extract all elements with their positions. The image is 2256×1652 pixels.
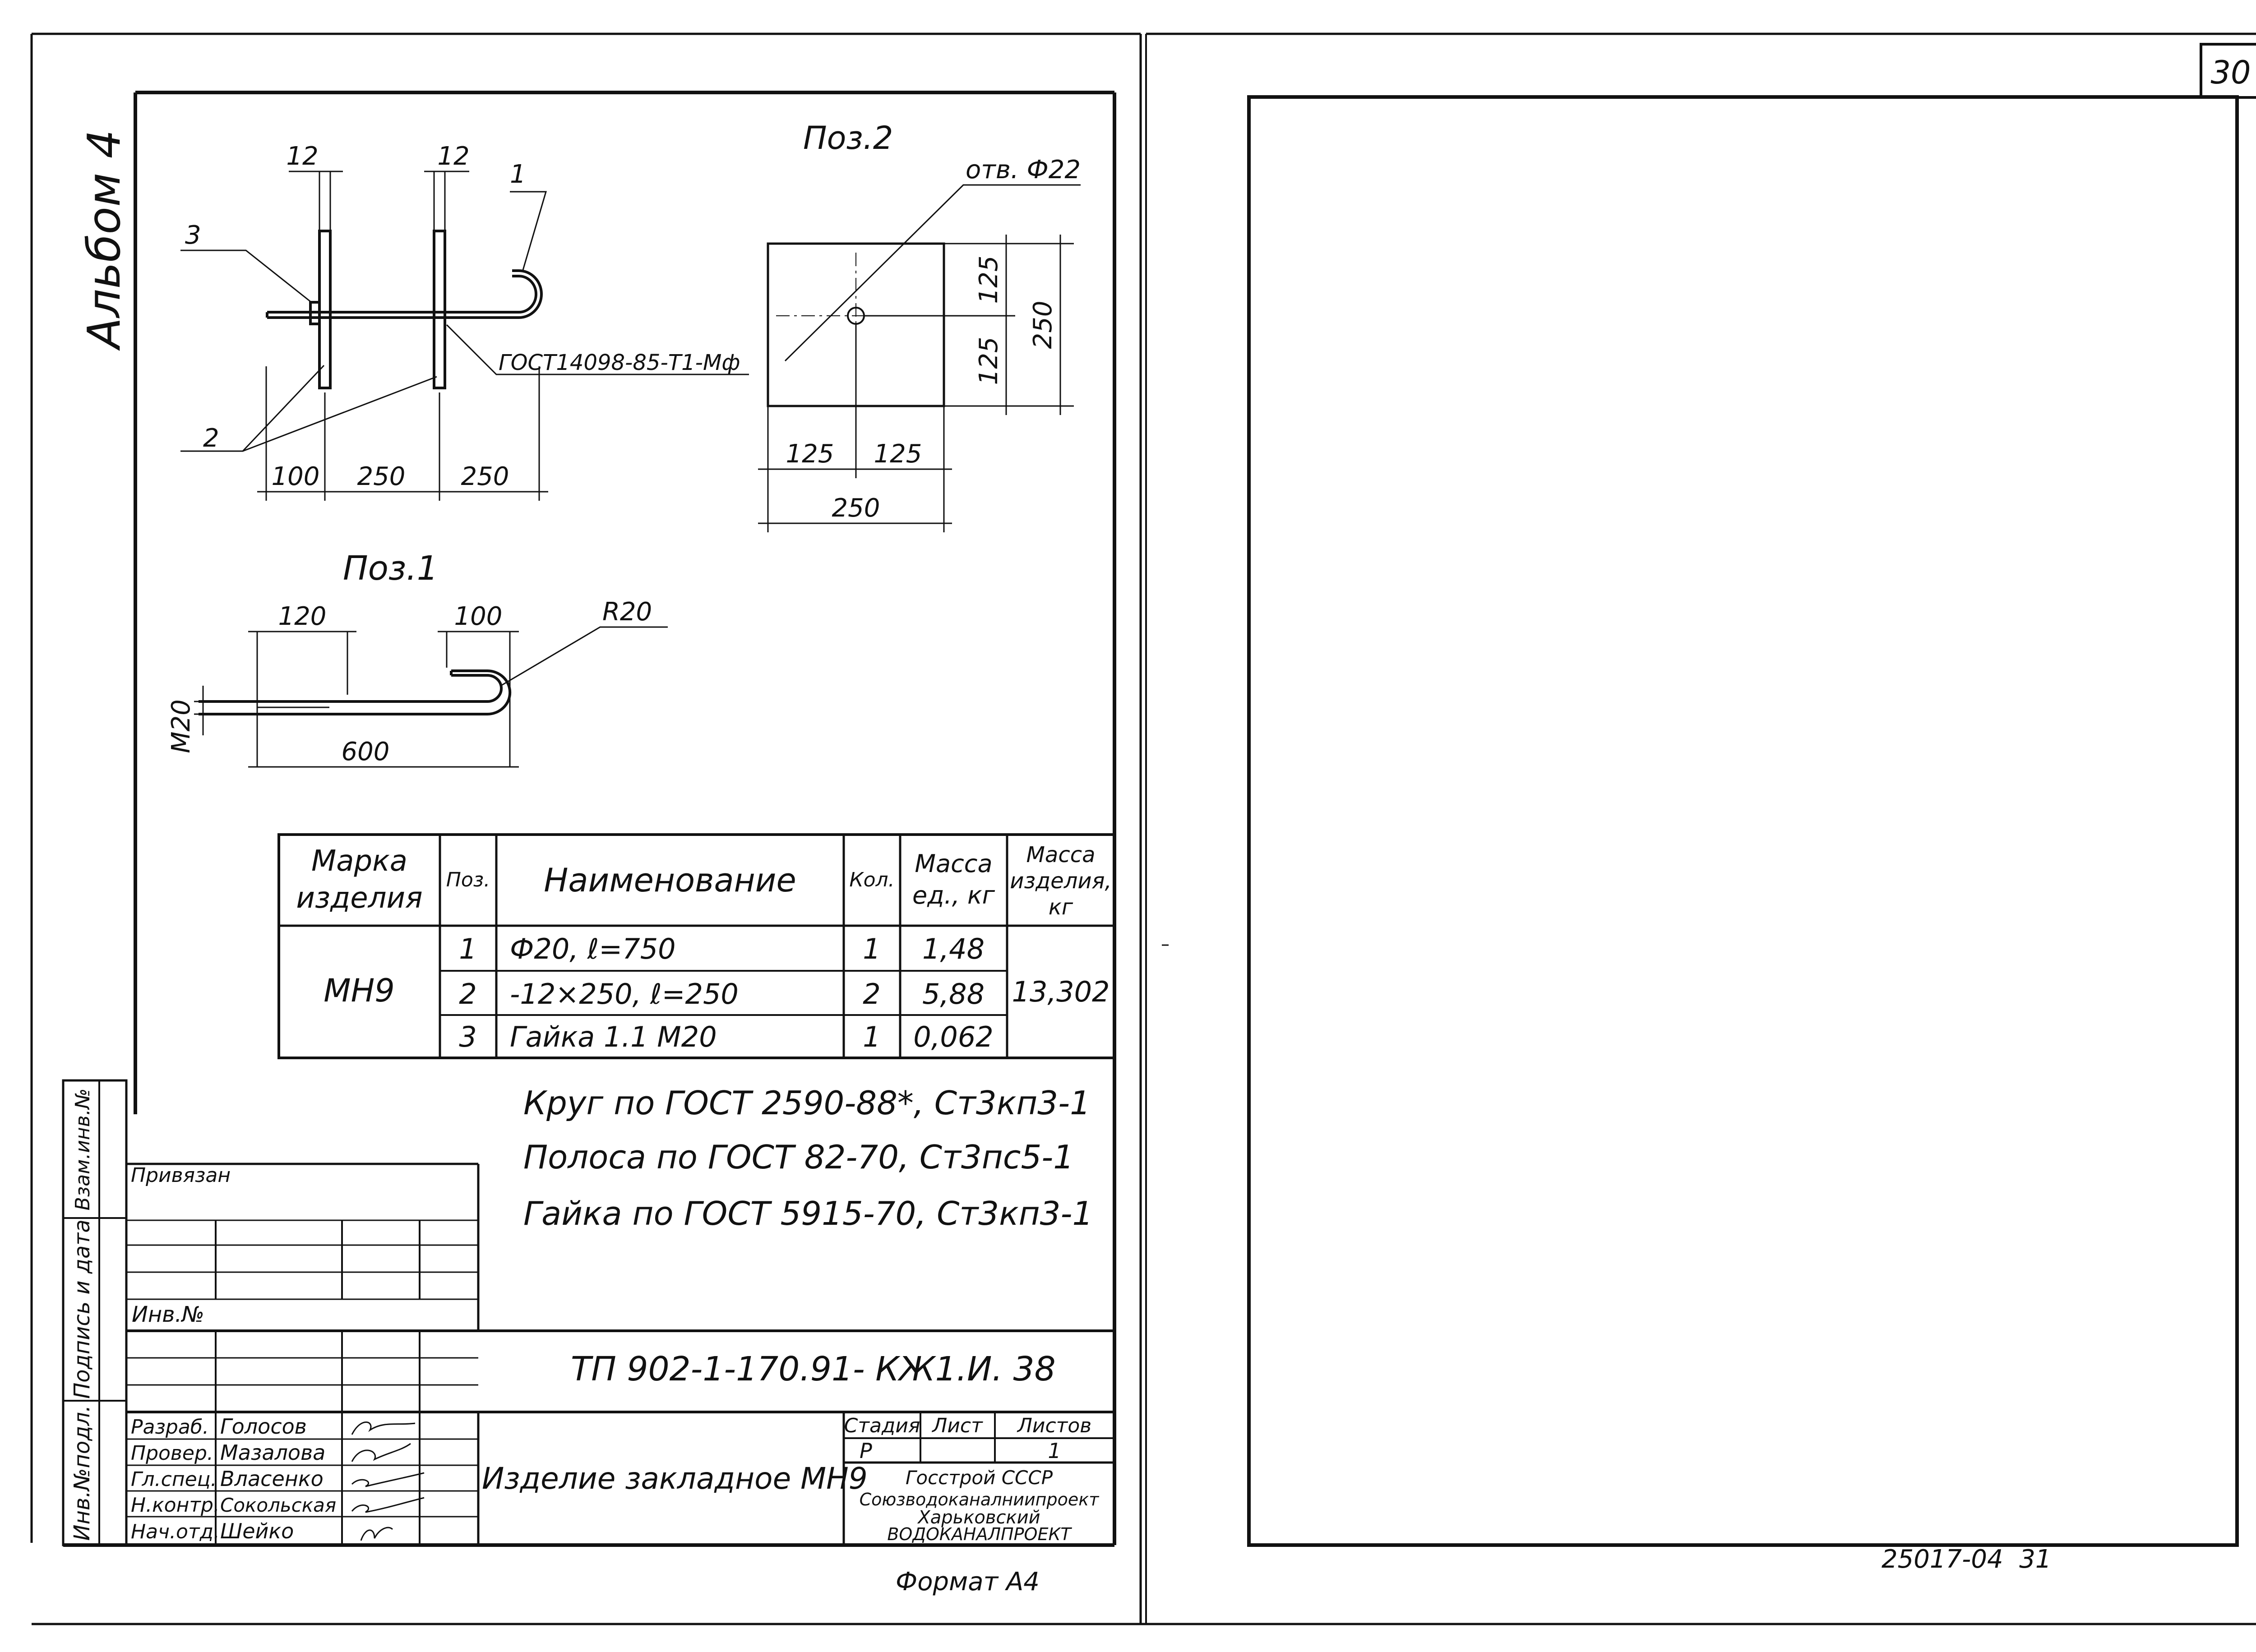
- role-2: Провер.: [131, 1442, 213, 1465]
- sheets-label: Листов: [1017, 1414, 1091, 1437]
- header-mark: Марка изделия: [296, 844, 423, 915]
- dim-250-h: 250: [832, 494, 880, 523]
- dim-125-b: 125: [974, 337, 1003, 385]
- role-5: Нач.отд.: [131, 1520, 220, 1543]
- row-2-mass: 5,88: [922, 978, 985, 1011]
- row-2-qty: 2: [863, 978, 880, 1011]
- header-name: Наименование: [544, 861, 796, 899]
- leader-3: 3: [185, 221, 201, 250]
- header-item-mass: Масса изделия, кг: [1010, 842, 1112, 920]
- name-4: Сокольская: [220, 1494, 336, 1516]
- stage-label: Стадия: [844, 1414, 920, 1437]
- leader-2: 2: [203, 424, 219, 453]
- row-3-qty: 1: [863, 1020, 880, 1053]
- dim-12-a: 12: [286, 142, 318, 171]
- row-1-mass: 1,48: [922, 932, 985, 965]
- name-1: Голосов: [220, 1414, 307, 1439]
- format-label: Формат А4: [896, 1567, 1040, 1597]
- pos1-view: Поз.1 120 100 R20 М20 600: [166, 549, 668, 768]
- org-4: ВОДОКАНАЛПРОЕКТ: [887, 1524, 1072, 1544]
- assembly-view: 12 12 1 3 2 ГОСТ14098-85-Т1-Мф 100 250 2…: [180, 142, 749, 501]
- sheet-number: 30: [2210, 54, 2251, 91]
- total-mass-cell: 13,302: [1012, 975, 1110, 1008]
- pos2-view: Поз.2 отв. Ф22 125 125 250 125 125 250: [758, 120, 1081, 532]
- weld-note: ГОСТ14098-85-Т1-Мф: [499, 350, 740, 375]
- note-1: Круг по ГОСТ 2590-88*, Ст3кп3-1: [523, 1084, 1091, 1122]
- title-block: Привязан Инв.№ ТП 902-1-170.91- КЖ1.И. 3…: [126, 1163, 1114, 1545]
- row-1-pos: 1: [459, 932, 476, 965]
- dim-100: 100: [272, 462, 320, 491]
- sheets-value: 1: [1048, 1439, 1061, 1463]
- right-frame: [1247, 95, 2239, 1547]
- header-unit-mass: Масса ед., кг: [912, 849, 995, 909]
- dim-120: 120: [278, 602, 327, 631]
- org-1: Госстрой СССР: [906, 1467, 1053, 1489]
- row-3-name: Гайка 1.1 М20: [510, 1020, 717, 1053]
- material-notes: Круг по ГОСТ 2590-88*, Ст3кп3-1 Полоса п…: [523, 1084, 1093, 1232]
- side-stamp-inv: Инв.№подл.: [69, 1405, 95, 1541]
- role-1: Разраб.: [131, 1416, 209, 1439]
- dim-100-pos1: 100: [454, 602, 503, 631]
- dim-600: 600: [342, 737, 390, 766]
- org-3: Харьковский: [917, 1507, 1040, 1528]
- doc-code: ТП 902-1-170.91- КЖ1.И. 38: [571, 1350, 1056, 1389]
- row-3-mass: 0,062: [913, 1020, 994, 1053]
- dim-250-a: 250: [357, 462, 406, 491]
- dim-12-b: 12: [437, 142, 469, 171]
- org-2: Союзводоканалниипроект: [860, 1490, 1100, 1509]
- inv-no-label: Инв.№: [132, 1302, 204, 1327]
- hole-label: отв. Ф22: [966, 155, 1081, 185]
- pos1-label: Поз.1: [343, 549, 438, 588]
- page-frame: [30, 32, 2256, 1625]
- item-title: Изделие закладное МН9: [482, 1461, 868, 1496]
- header-pos: Поз.: [446, 868, 490, 891]
- name-5: Шейко: [220, 1519, 294, 1543]
- pos2-label: Поз.2: [803, 120, 893, 157]
- role-4: Н.контр.: [131, 1494, 220, 1517]
- linked-label: Привязан: [131, 1164, 231, 1187]
- stage-value: Р: [860, 1439, 872, 1463]
- side-stamp-sign: Подпись и дата: [69, 1219, 95, 1399]
- thread-label: М20: [166, 699, 196, 753]
- row-2-pos: 2: [459, 978, 476, 1011]
- left-frame: [63, 91, 1116, 1547]
- name-2: Мазалова: [220, 1440, 325, 1465]
- signatures: [351, 1421, 425, 1541]
- row-3-pos: 3: [459, 1020, 476, 1053]
- note-2: Полоса по ГОСТ 82-70, Ст3пс5-1: [523, 1138, 1074, 1176]
- name-3: Власенко: [220, 1467, 324, 1491]
- spec-table: Марка изделия Поз. Наименование Кол. Мас…: [277, 833, 1116, 1059]
- dim-125-d: 125: [874, 439, 922, 469]
- dim-125-a: 125: [974, 256, 1003, 304]
- radius-label: R20: [602, 597, 652, 627]
- side-stamp: Взам.инв.№ Подпись и дата Инв.№подл.: [62, 1079, 128, 1546]
- mark-cell: МН9: [324, 972, 395, 1009]
- note-3: Гайка по ГОСТ 5915-70, Ст3кп3-1: [523, 1195, 1093, 1232]
- header-qty: Кол.: [849, 868, 895, 891]
- dim-250-b: 250: [461, 462, 509, 491]
- row-2-name: -12×250, ℓ=250: [510, 978, 739, 1011]
- album-label: Альбом 4: [78, 130, 130, 351]
- dim-250-v: 250: [1028, 301, 1058, 349]
- leader-1: 1: [510, 160, 526, 189]
- sheet-number-box: 30: [2200, 43, 2256, 99]
- role-3: Гл.спец.: [131, 1468, 217, 1491]
- sheet-label: Лист: [931, 1414, 983, 1437]
- side-stamp-replace: Взам.инв.№: [71, 1089, 94, 1211]
- row-1-name: Ф20, ℓ=750: [510, 932, 676, 965]
- row-1-qty: 1: [863, 932, 880, 965]
- dim-125-c: 125: [786, 439, 834, 469]
- archive-code: 25017-04 31: [1882, 1545, 2051, 1574]
